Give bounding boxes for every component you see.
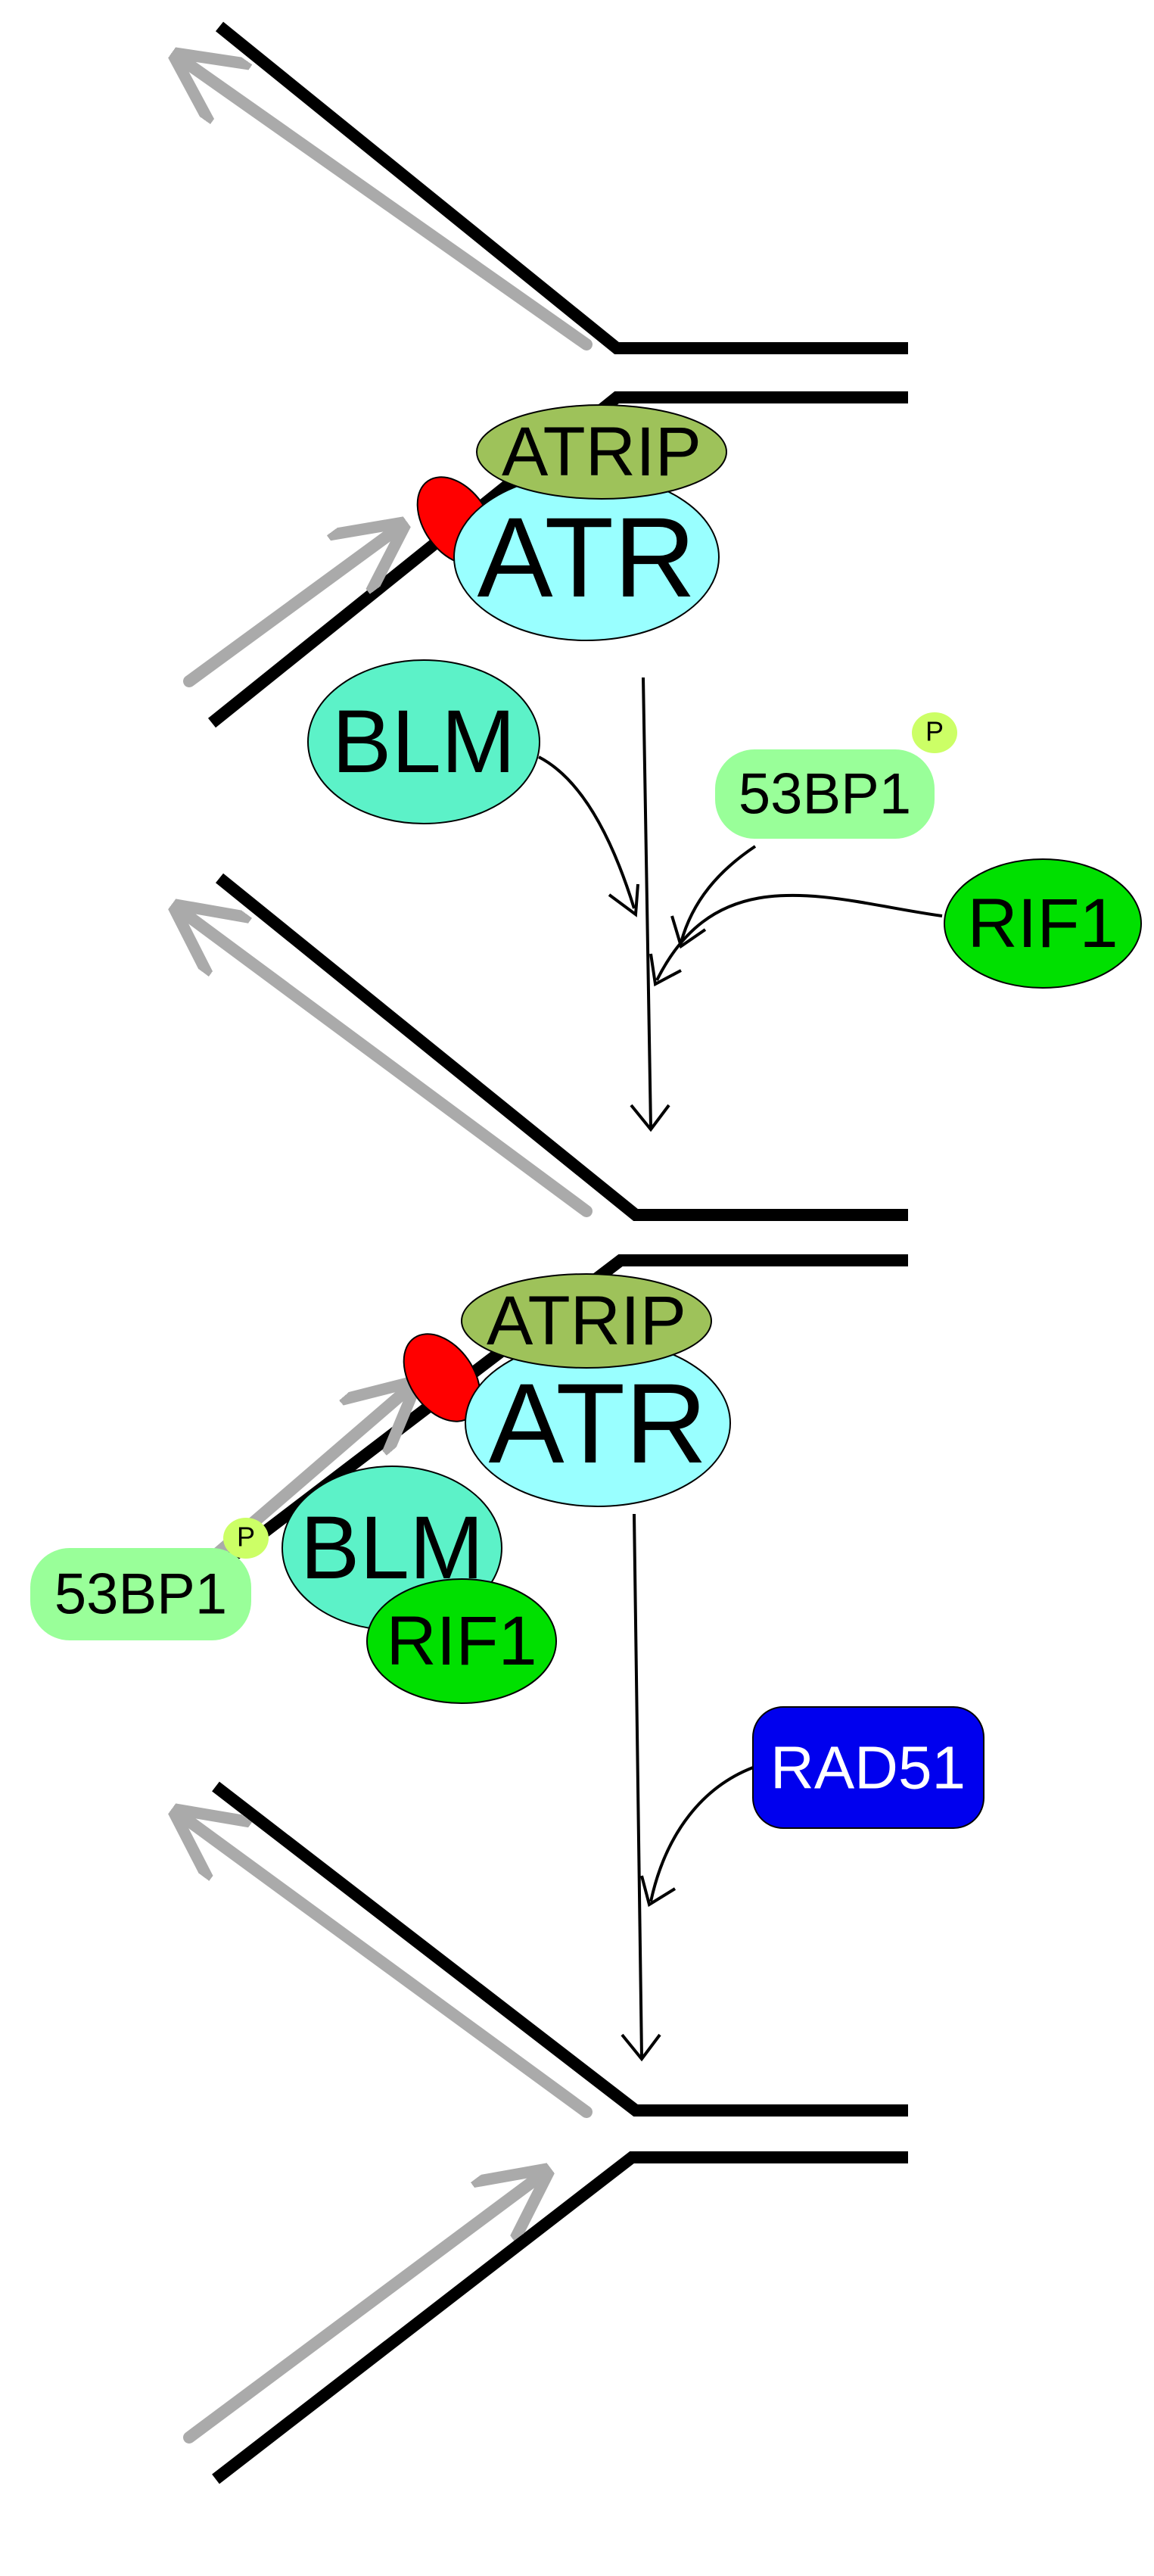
fork1-upper-strand — [215, 21, 908, 354]
fork1-gray-upper-arrow — [178, 57, 593, 350]
fork3-gray-lower-arrow — [183, 2173, 545, 2444]
rif1-node-2 — [366, 1578, 557, 1704]
atr-complex-1: ATR ATRIP — [416, 404, 727, 641]
fork3-gray-upper-arrow — [178, 1813, 593, 2118]
atrip-label-1: ATRIP — [502, 413, 701, 491]
atr-label-2: ATR — [489, 1360, 708, 1487]
p53bp1-label-1: 53BP1 — [739, 762, 911, 827]
phospho-1 — [912, 712, 957, 753]
blm-node-1: BLM — [307, 659, 540, 824]
rif1-input-arrow — [649, 893, 943, 987]
phospho-label-1: P — [925, 716, 944, 747]
p53bp1-input-arrow — [670, 845, 757, 949]
phospho-label-2: P — [237, 1522, 255, 1553]
rif1-node-1: RIF1 — [944, 858, 1142, 989]
replication-fork-1 — [178, 21, 908, 728]
rif1-label-2: RIF1 — [386, 1603, 537, 1680]
rad51-node: RAD51 — [752, 1706, 984, 1829]
pathway-arrow-2 — [621, 1513, 661, 2062]
atr-label-1: ATR — [477, 494, 696, 621]
replication-fork-3 — [178, 1781, 908, 2484]
atrip-label-2: ATRIP — [487, 1282, 686, 1360]
blm-label-1: BLM — [332, 692, 516, 792]
bound-complex: BLM RIF1 53BP1 P — [30, 1466, 557, 1704]
atr-complex-2: ATR ATRIP — [403, 1273, 731, 1507]
p53bp1-node-1: 53BP1 P — [715, 712, 957, 839]
fork3-upper-strand — [212, 1781, 908, 2117]
blm-input-arrow — [538, 755, 639, 917]
phospho-2 — [223, 1518, 269, 1559]
rad51-input-arrow — [640, 1766, 754, 1908]
pathway-arrow-1 — [630, 677, 670, 1132]
atrip-2 — [461, 1273, 712, 1369]
p53bp1-node-2 — [30, 1548, 251, 1640]
atrip-1 — [476, 404, 727, 500]
rad51-label: RAD51 — [770, 1734, 966, 1802]
fork3-lower-strand — [212, 2151, 908, 2484]
fork2-gray-upper-arrow — [178, 908, 593, 1217]
p53bp1-label-2: 53BP1 — [54, 1562, 227, 1627]
rif1-label-1: RIF1 — [967, 885, 1118, 962]
fork1-gray-lower-arrow — [183, 526, 401, 687]
fork2-upper-strand — [215, 873, 908, 1221]
fork1-lower-strand — [207, 391, 908, 728]
